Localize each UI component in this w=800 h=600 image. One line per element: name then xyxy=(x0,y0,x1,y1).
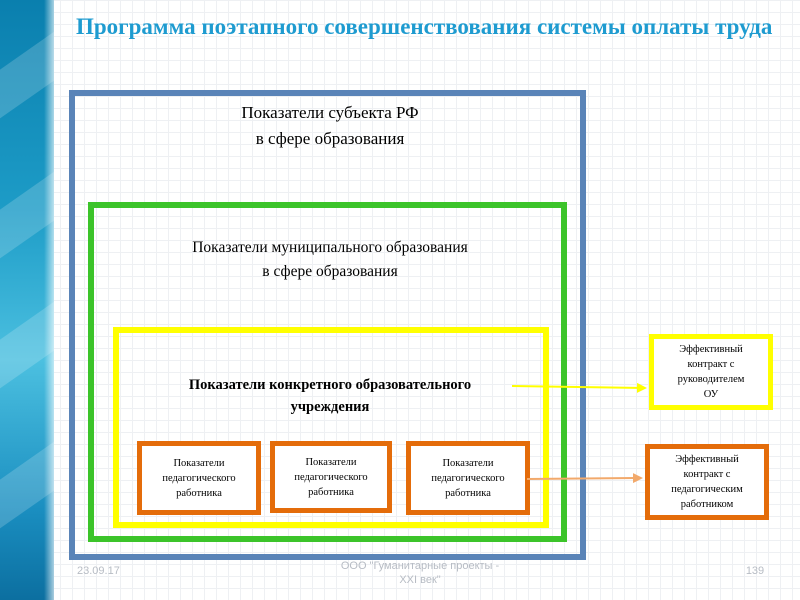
sidebar-decoration xyxy=(0,0,54,600)
institution-level-label-line1: Показатели конкретного образовательного xyxy=(188,377,472,393)
municipal-level-frame xyxy=(88,202,567,542)
municipal-level-label-line2: в сфере образования xyxy=(262,263,398,280)
teacher-indicators-box: Показатели педагогического работника xyxy=(406,441,530,515)
institution-level-frame xyxy=(113,327,549,528)
institution-level-label-line2: учреждения xyxy=(290,399,370,415)
teacher-contract-line2: контракт с xyxy=(683,469,731,480)
teacher-contract-line3: педагогическим xyxy=(671,484,743,495)
footer-page-number: 139 xyxy=(745,565,765,577)
teacher-indicators-box: Показатели педагогического работника xyxy=(270,441,392,513)
municipal-level-label: Показатели муниципального образования в … xyxy=(130,236,530,284)
rf-level-frame xyxy=(69,90,586,560)
footer-organization: ООО "Гуманитарные проекты - XXI век" xyxy=(295,559,545,587)
slide-title: Программа поэтапного совершенствования с… xyxy=(76,14,773,39)
head-contract-line4: ОУ xyxy=(703,389,719,400)
head-contract-line1: Эффективный xyxy=(679,344,743,355)
rf-level-label-line1: Показатели субъекта РФ xyxy=(241,103,419,122)
arrow-to-teacher-contract xyxy=(526,473,643,484)
rf-level-label-line2: в сфере образования xyxy=(255,129,405,148)
head-contract-box: Эффективный контракт с руководителем ОУ xyxy=(649,334,773,410)
arrow-to-head-contract xyxy=(511,382,647,393)
municipal-level-label-line1: Показатели муниципального образования xyxy=(192,239,468,256)
teacher-indicators-line1: Показатели xyxy=(173,457,225,469)
teacher-indicators-line3: работника xyxy=(176,487,222,499)
teacher-indicators-line3: работника xyxy=(308,486,354,498)
head-contract-line2: контракт с xyxy=(687,359,735,370)
teacher-indicators-line2: педагогического xyxy=(431,472,505,484)
head-contract-line3: руководителем xyxy=(677,374,745,385)
teacher-contract-box: Эффективный контракт с педагогическим ра… xyxy=(645,444,769,520)
institution-level-label: Показатели конкретного образовательного … xyxy=(150,374,510,418)
footer-organization-line1: ООО "Гуманитарные проекты - xyxy=(340,560,500,572)
teacher-indicators-line2: педагогического xyxy=(162,472,236,484)
teacher-indicators-line2: педагогического xyxy=(294,471,368,483)
teacher-contract-line1: Эффективный xyxy=(675,454,739,465)
teacher-contract-line4: работником xyxy=(680,499,734,510)
footer-organization-line2: XXI век" xyxy=(399,574,441,586)
teacher-indicators-line3: работника xyxy=(445,487,491,499)
teacher-indicators-line1: Показатели xyxy=(442,457,494,469)
teacher-indicators-box: Показатели педагогического работника xyxy=(137,441,261,515)
teacher-indicators-line1: Показатели xyxy=(305,456,357,468)
rf-level-label: Показатели субъекта РФ в сфере образован… xyxy=(180,100,480,152)
footer-date: 23.09.17 xyxy=(77,565,120,577)
